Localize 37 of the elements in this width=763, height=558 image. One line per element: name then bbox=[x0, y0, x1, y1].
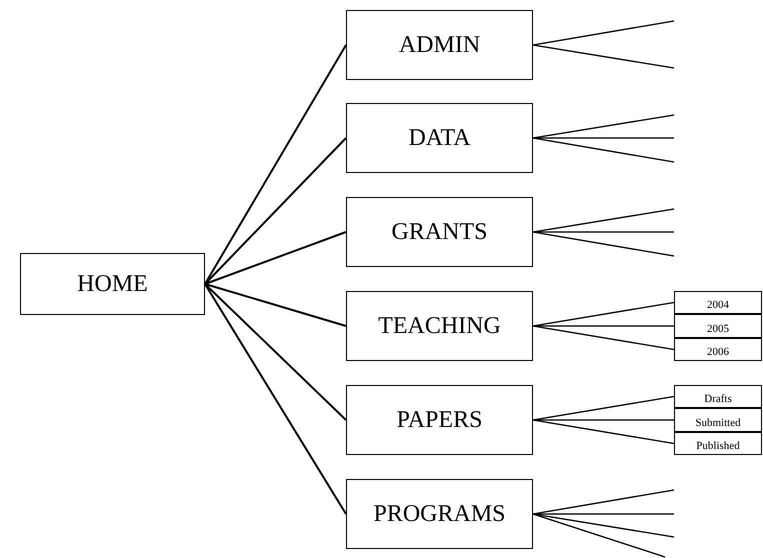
menu-item-box: Drafts bbox=[674, 385, 762, 408]
menu-item-box: 2006 bbox=[674, 338, 762, 361]
connector-line bbox=[532, 419, 674, 444]
connector-line bbox=[204, 44, 347, 284]
connector-line bbox=[532, 513, 674, 538]
menu-item-box: 2005 bbox=[674, 314, 762, 338]
connector-line bbox=[532, 302, 674, 327]
page-box: DATA bbox=[346, 103, 533, 173]
connector-line bbox=[532, 513, 666, 558]
connector-line bbox=[204, 137, 347, 285]
page-box: GRANTS bbox=[346, 197, 533, 267]
connector-line bbox=[532, 208, 674, 233]
connector-line bbox=[532, 114, 674, 139]
connector-line bbox=[532, 396, 674, 421]
page-box: TEACHING bbox=[346, 291, 533, 361]
connector-line bbox=[532, 44, 674, 69]
page-box: ADMIN bbox=[346, 10, 533, 80]
connector-line bbox=[532, 137, 674, 163]
connector-line bbox=[204, 283, 347, 515]
connector-line bbox=[532, 231, 674, 257]
page-box: PAPERS bbox=[346, 385, 533, 455]
page-box: PROGRAMS bbox=[346, 479, 533, 549]
connector-line bbox=[532, 20, 674, 46]
menu-item-box: Published bbox=[674, 432, 762, 455]
connector-line bbox=[204, 231, 346, 285]
menu-item-box: 2004 bbox=[674, 291, 762, 314]
connector-line bbox=[533, 513, 674, 515]
connector-line bbox=[533, 325, 674, 327]
connector-line bbox=[533, 137, 674, 139]
connector-line bbox=[204, 283, 347, 421]
connector-line bbox=[533, 419, 674, 421]
connector-line bbox=[532, 325, 674, 350]
connector-line bbox=[204, 283, 346, 327]
menu-item-box: Submitted bbox=[674, 408, 762, 432]
page-box: HOME bbox=[20, 253, 205, 315]
connector-line bbox=[533, 231, 674, 233]
connector-line bbox=[532, 489, 674, 515]
